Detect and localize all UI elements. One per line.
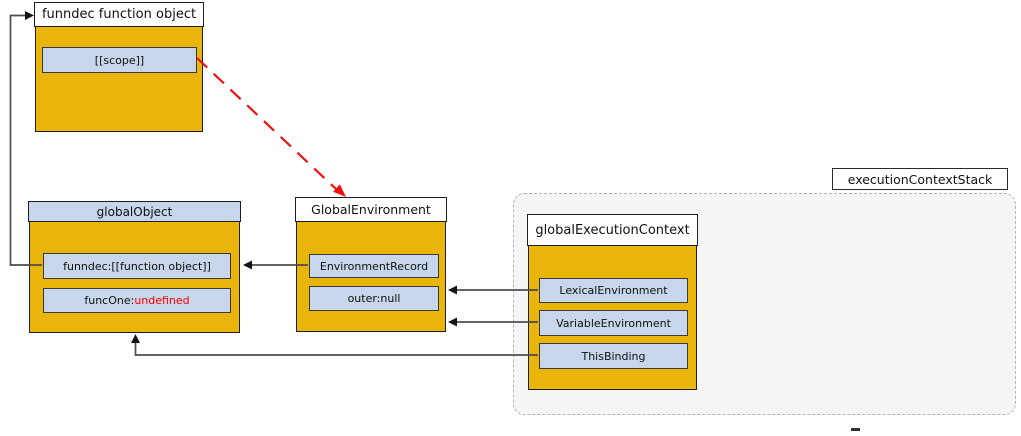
stray-mark [851, 428, 860, 431]
environment-record-field: EnvironmentRecord [309, 254, 439, 278]
execution-context-stack-label-text: executionContextStack [847, 171, 993, 187]
funcone-property-field: funcOne:undefined [43, 288, 231, 313]
execution-context-stack-label: executionContextStack [832, 168, 1008, 190]
outer-null-field: outer:null [309, 286, 439, 311]
funcone-property-name: funcOne: [84, 294, 135, 307]
funndec-property-field: funndec:[[function object]] [43, 253, 231, 279]
variable-environment-field: VariableEnvironment [539, 310, 688, 336]
funndec-function-object-title-text: funndec function object [41, 7, 197, 23]
global-execution-context-box: globalExecutionContext LexicalEnvironmen… [527, 214, 698, 390]
global-execution-context-title-text: globalExecutionContext [535, 222, 690, 238]
funndec-function-object-box: funndec function object [[scope]] [34, 2, 204, 132]
global-object-box: globalObject funndec:[[function object]]… [28, 201, 241, 333]
global-environment-box: GlobalEnvironment EnvironmentRecord oute… [295, 197, 447, 332]
global-object-title-text: globalObject [96, 204, 173, 219]
lexical-environment-field: LexicalEnvironment [539, 278, 688, 303]
funndec-function-object-title: funndec function object [34, 2, 204, 28]
this-binding-field-text: ThisBinding [581, 349, 646, 363]
global-environment-title: GlobalEnvironment [295, 197, 447, 223]
environment-record-field-text: EnvironmentRecord [319, 259, 429, 273]
outer-null-field-text: outer:null [347, 292, 401, 305]
scope-field: [[scope]] [42, 47, 197, 73]
scope-field-text: [[scope]] [94, 53, 145, 67]
variable-environment-field-text: VariableEnvironment [556, 316, 671, 330]
lexical-environment-field-text: LexicalEnvironment [559, 284, 668, 297]
global-environment-title-text: GlobalEnvironment [311, 202, 431, 218]
global-object-title: globalObject [28, 201, 241, 223]
arrow-scope-to-global-environment [196, 57, 346, 197]
funndec-property-field-text: funndec:[[function object]] [63, 259, 211, 273]
arrow-this-binding-to-global-object [131, 334, 538, 356]
global-execution-context-title: globalExecutionContext [527, 214, 698, 247]
funcone-property-value: undefined [134, 294, 190, 307]
this-binding-field: ThisBinding [539, 343, 688, 369]
